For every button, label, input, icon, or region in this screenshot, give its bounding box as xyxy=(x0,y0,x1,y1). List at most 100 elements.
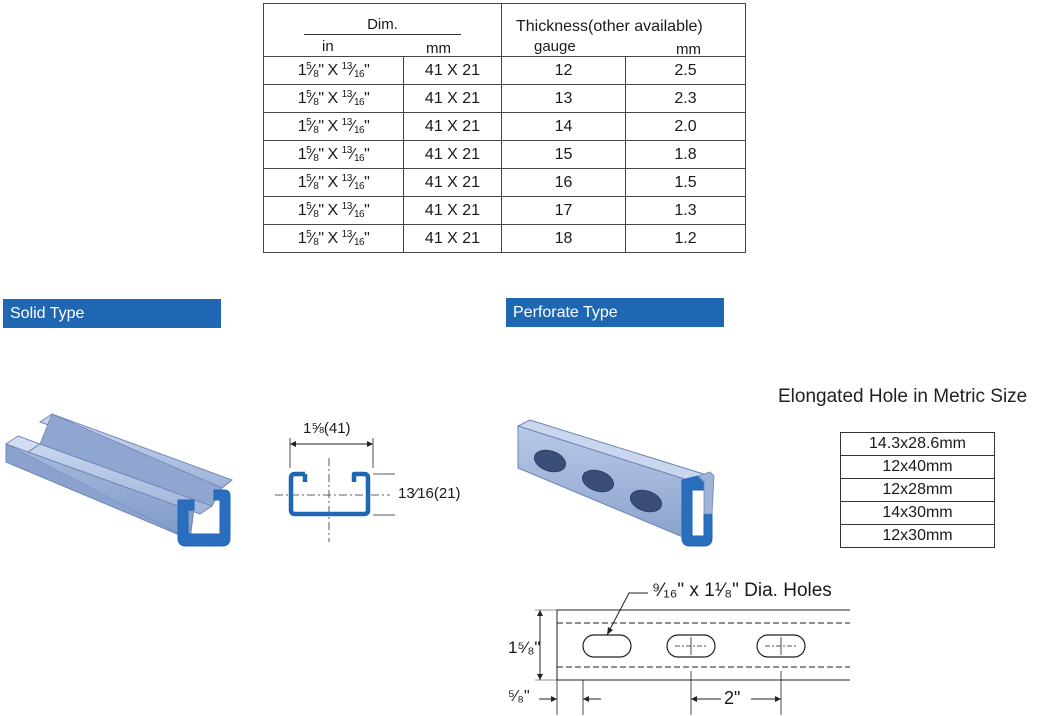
thickness-header: Thickness(other available) xyxy=(516,18,703,35)
dim-header-cell: Dim. in mm xyxy=(263,3,502,57)
height-numerator: 13 xyxy=(341,145,353,156)
thickness-header-cell: Thickness(other available) gauge mm xyxy=(501,3,746,58)
hole-size-row: 14x30mm xyxy=(840,501,995,525)
dim-separator: X xyxy=(327,62,339,79)
hole-size-row: 12x40mm xyxy=(840,455,995,479)
gauge-cell: 18 xyxy=(501,224,626,253)
solid-type-label: Solid Type xyxy=(10,305,85,322)
height-numerator: 13 xyxy=(341,61,353,72)
width-denominator: 8 xyxy=(313,153,319,164)
height-denominator: 16 xyxy=(353,209,365,220)
hole-table-title: Elongated Hole in Metric Size xyxy=(778,386,1028,407)
height-numerator: 13 xyxy=(341,201,353,212)
dim-in-header: in xyxy=(322,38,334,55)
channel-height-label: 1⁵⁄₈" xyxy=(508,638,541,657)
thickness-cell: 1.5 xyxy=(625,168,746,197)
dim-in-cell: 15⁄8" X 13⁄16" xyxy=(263,168,404,197)
height-denominator: 16 xyxy=(353,153,365,164)
hole-size-cell: 12x28mm xyxy=(840,478,995,502)
dim-mm-cell: 41 X 21 xyxy=(403,168,502,197)
hole-size-label: ⁹⁄₁₆" x 1¹⁄₈" Dia. Holes xyxy=(652,580,832,601)
width-whole: 1 xyxy=(297,118,307,135)
hole-size-row: 12x28mm xyxy=(840,478,995,502)
gauge-cell: 14 xyxy=(501,112,626,141)
hole-size-cell: 12x30mm xyxy=(840,524,995,548)
width-whole: 1 xyxy=(297,62,307,79)
width-denominator: 8 xyxy=(313,69,319,80)
dim-in-cell: 15⁄8" X 13⁄16" xyxy=(263,224,404,253)
dim-separator: X xyxy=(327,202,339,219)
width-denominator: 8 xyxy=(313,125,319,136)
gauge-cell: 16 xyxy=(501,168,626,197)
hole-size-cell: 14.3x28.6mm xyxy=(840,432,995,456)
dim-in-cell: 15⁄8" X 13⁄16" xyxy=(263,196,404,225)
hole-pitch-label: 2" xyxy=(724,688,741,708)
hole-size-row: 12x30mm xyxy=(840,524,995,548)
gauge-header: gauge xyxy=(534,38,576,55)
gauge-cell: 15 xyxy=(501,140,626,169)
dim-mm-header: mm xyxy=(426,40,451,57)
thickness-cell: 2.0 xyxy=(625,112,746,141)
perforate-type-label: Perforate Type xyxy=(513,304,618,321)
width-numerator: 5 xyxy=(306,201,312,212)
solid-channel-illustration xyxy=(4,413,234,547)
gauge-cell: 12 xyxy=(501,56,626,85)
width-numerator: 5 xyxy=(306,173,312,184)
width-denominator: 8 xyxy=(313,97,319,108)
height-denominator: 16 xyxy=(353,97,365,108)
thickness-mm-header: mm xyxy=(676,41,701,58)
hole-size-row: 14.3x28.6mm xyxy=(840,432,995,456)
width-whole: 1 xyxy=(297,146,307,163)
dim-separator: X xyxy=(327,146,339,163)
width-numerator: 5 xyxy=(306,229,312,240)
gauge-cell: 13 xyxy=(501,84,626,113)
height-numerator: 13 xyxy=(341,173,353,184)
width-whole: 1 xyxy=(297,90,307,107)
dim-separator: X xyxy=(327,230,339,247)
height-denominator: 16 xyxy=(353,69,365,80)
hole-size-cell: 12x40mm xyxy=(840,455,995,479)
perforation-drawing xyxy=(535,592,850,715)
hole-offset-label: ⁵⁄₈" xyxy=(508,688,530,705)
width-whole: 1 xyxy=(297,202,307,219)
width-whole: 1 xyxy=(297,230,307,247)
solid-type-bar: Solid Type xyxy=(3,299,221,328)
thickness-cell: 1.8 xyxy=(625,140,746,169)
dim-mm-cell: 41 X 21 xyxy=(403,84,502,113)
dim-mm-cell: 41 X 21 xyxy=(403,140,502,169)
width-numerator: 5 xyxy=(306,145,312,156)
height-numerator: 13 xyxy=(341,89,353,100)
dim-mm-cell: 41 X 21 xyxy=(403,196,502,225)
width-numerator: 5 xyxy=(306,117,312,128)
height-numerator: 13 xyxy=(341,229,353,240)
cross-section-drawing xyxy=(275,438,395,542)
dim-mm-cell: 41 X 21 xyxy=(403,112,502,141)
height-dimension-label: 13⁄16(21) xyxy=(398,485,461,502)
spec-table: Dim. in mm Thickness(other available) ga… xyxy=(263,3,746,253)
thickness-cell: 1.2 xyxy=(625,224,746,253)
height-denominator: 16 xyxy=(353,125,365,136)
dim-in-cell: 15⁄8" X 13⁄16" xyxy=(263,84,404,113)
dim-mm-cell: 41 X 21 xyxy=(403,56,502,85)
dim-header: Dim. xyxy=(367,16,398,33)
width-denominator: 8 xyxy=(313,209,319,220)
dim-mm-cell: 41 X 21 xyxy=(403,224,502,253)
width-numerator: 5 xyxy=(306,89,312,100)
dim-separator: X xyxy=(327,90,339,107)
perforated-channel-illustration xyxy=(516,419,715,547)
hole-size-cell: 14x30mm xyxy=(840,501,995,525)
height-denominator: 16 xyxy=(353,237,365,248)
height-numerator: 13 xyxy=(341,117,353,128)
width-denominator: 8 xyxy=(313,237,319,248)
dim-in-cell: 15⁄8" X 13⁄16" xyxy=(263,140,404,169)
gauge-cell: 17 xyxy=(501,196,626,225)
thickness-cell: 1.3 xyxy=(625,196,746,225)
dim-separator: X xyxy=(327,118,339,135)
